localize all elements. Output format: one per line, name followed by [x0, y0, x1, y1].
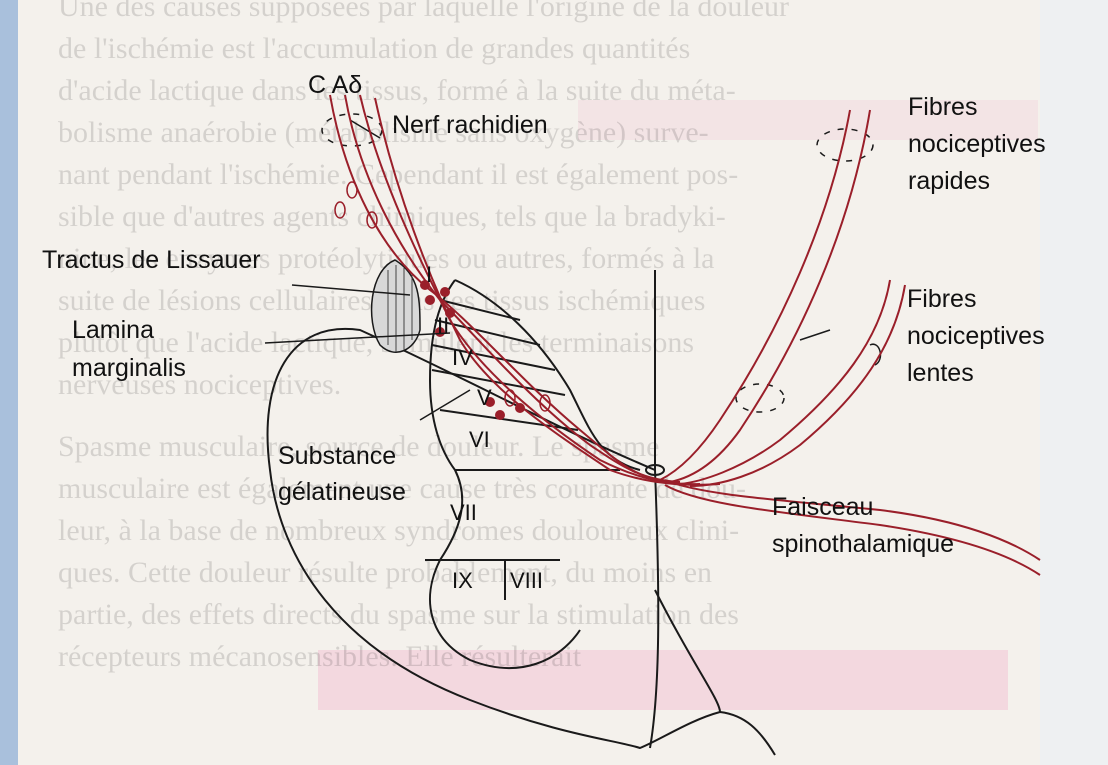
lamina-line [432, 370, 565, 395]
label-c-adelta: C Aδ [308, 71, 362, 99]
label-fibres-rapides-3: rapides [908, 167, 990, 195]
lamina-IV: IV [452, 345, 473, 370]
fiber-loops [335, 182, 550, 411]
label-nerf-rachidien: Nerf rachidien [392, 111, 548, 139]
label-substance-1: Substance [278, 442, 396, 470]
label-lamina-2: marginalis [72, 354, 186, 382]
label-lamina-1: Lamina [72, 316, 154, 344]
leader-substance [420, 390, 470, 420]
fiber-path [660, 110, 850, 480]
midline-lower [650, 470, 658, 748]
lamina-I: I [426, 262, 432, 287]
outer-outline [268, 329, 775, 755]
lamina-VI: VI [469, 427, 490, 452]
ventral-fissure [655, 590, 720, 712]
label-fibres-lentes-3: lentes [907, 359, 974, 387]
label-faisceau-2: spinothalamique [772, 530, 954, 558]
gray-matter-outline [430, 280, 580, 668]
fiber-path [680, 280, 890, 484]
lamina-VIII: VIII [510, 568, 543, 593]
lamina-line [440, 410, 578, 430]
label-substance-2: gélatineuse [278, 478, 406, 506]
leader-fibres-lentes [800, 330, 830, 340]
label-tractus-lissauer: Tractus de Lissauer [42, 246, 261, 274]
label-faisceau-1: Faisceau [772, 493, 873, 521]
cord-outline [268, 270, 775, 755]
lamina-VII: VII [450, 500, 477, 525]
label-fibres-rapides-2: nociceptives [908, 130, 1046, 158]
fiber-path [375, 98, 720, 485]
lamina-IX: IX [452, 568, 473, 593]
lamina-II: II [437, 313, 449, 338]
lamina-V: V [477, 385, 492, 410]
label-fibres-lentes-2: nociceptives [907, 322, 1045, 350]
label-fibres-lentes-1: Fibres [907, 285, 976, 313]
fiber-path [690, 285, 905, 486]
nerve-roots [322, 114, 880, 412]
fiber-path [670, 110, 870, 482]
label-fibres-rapides-1: Fibres [908, 93, 977, 121]
leader-lamina [265, 333, 450, 343]
